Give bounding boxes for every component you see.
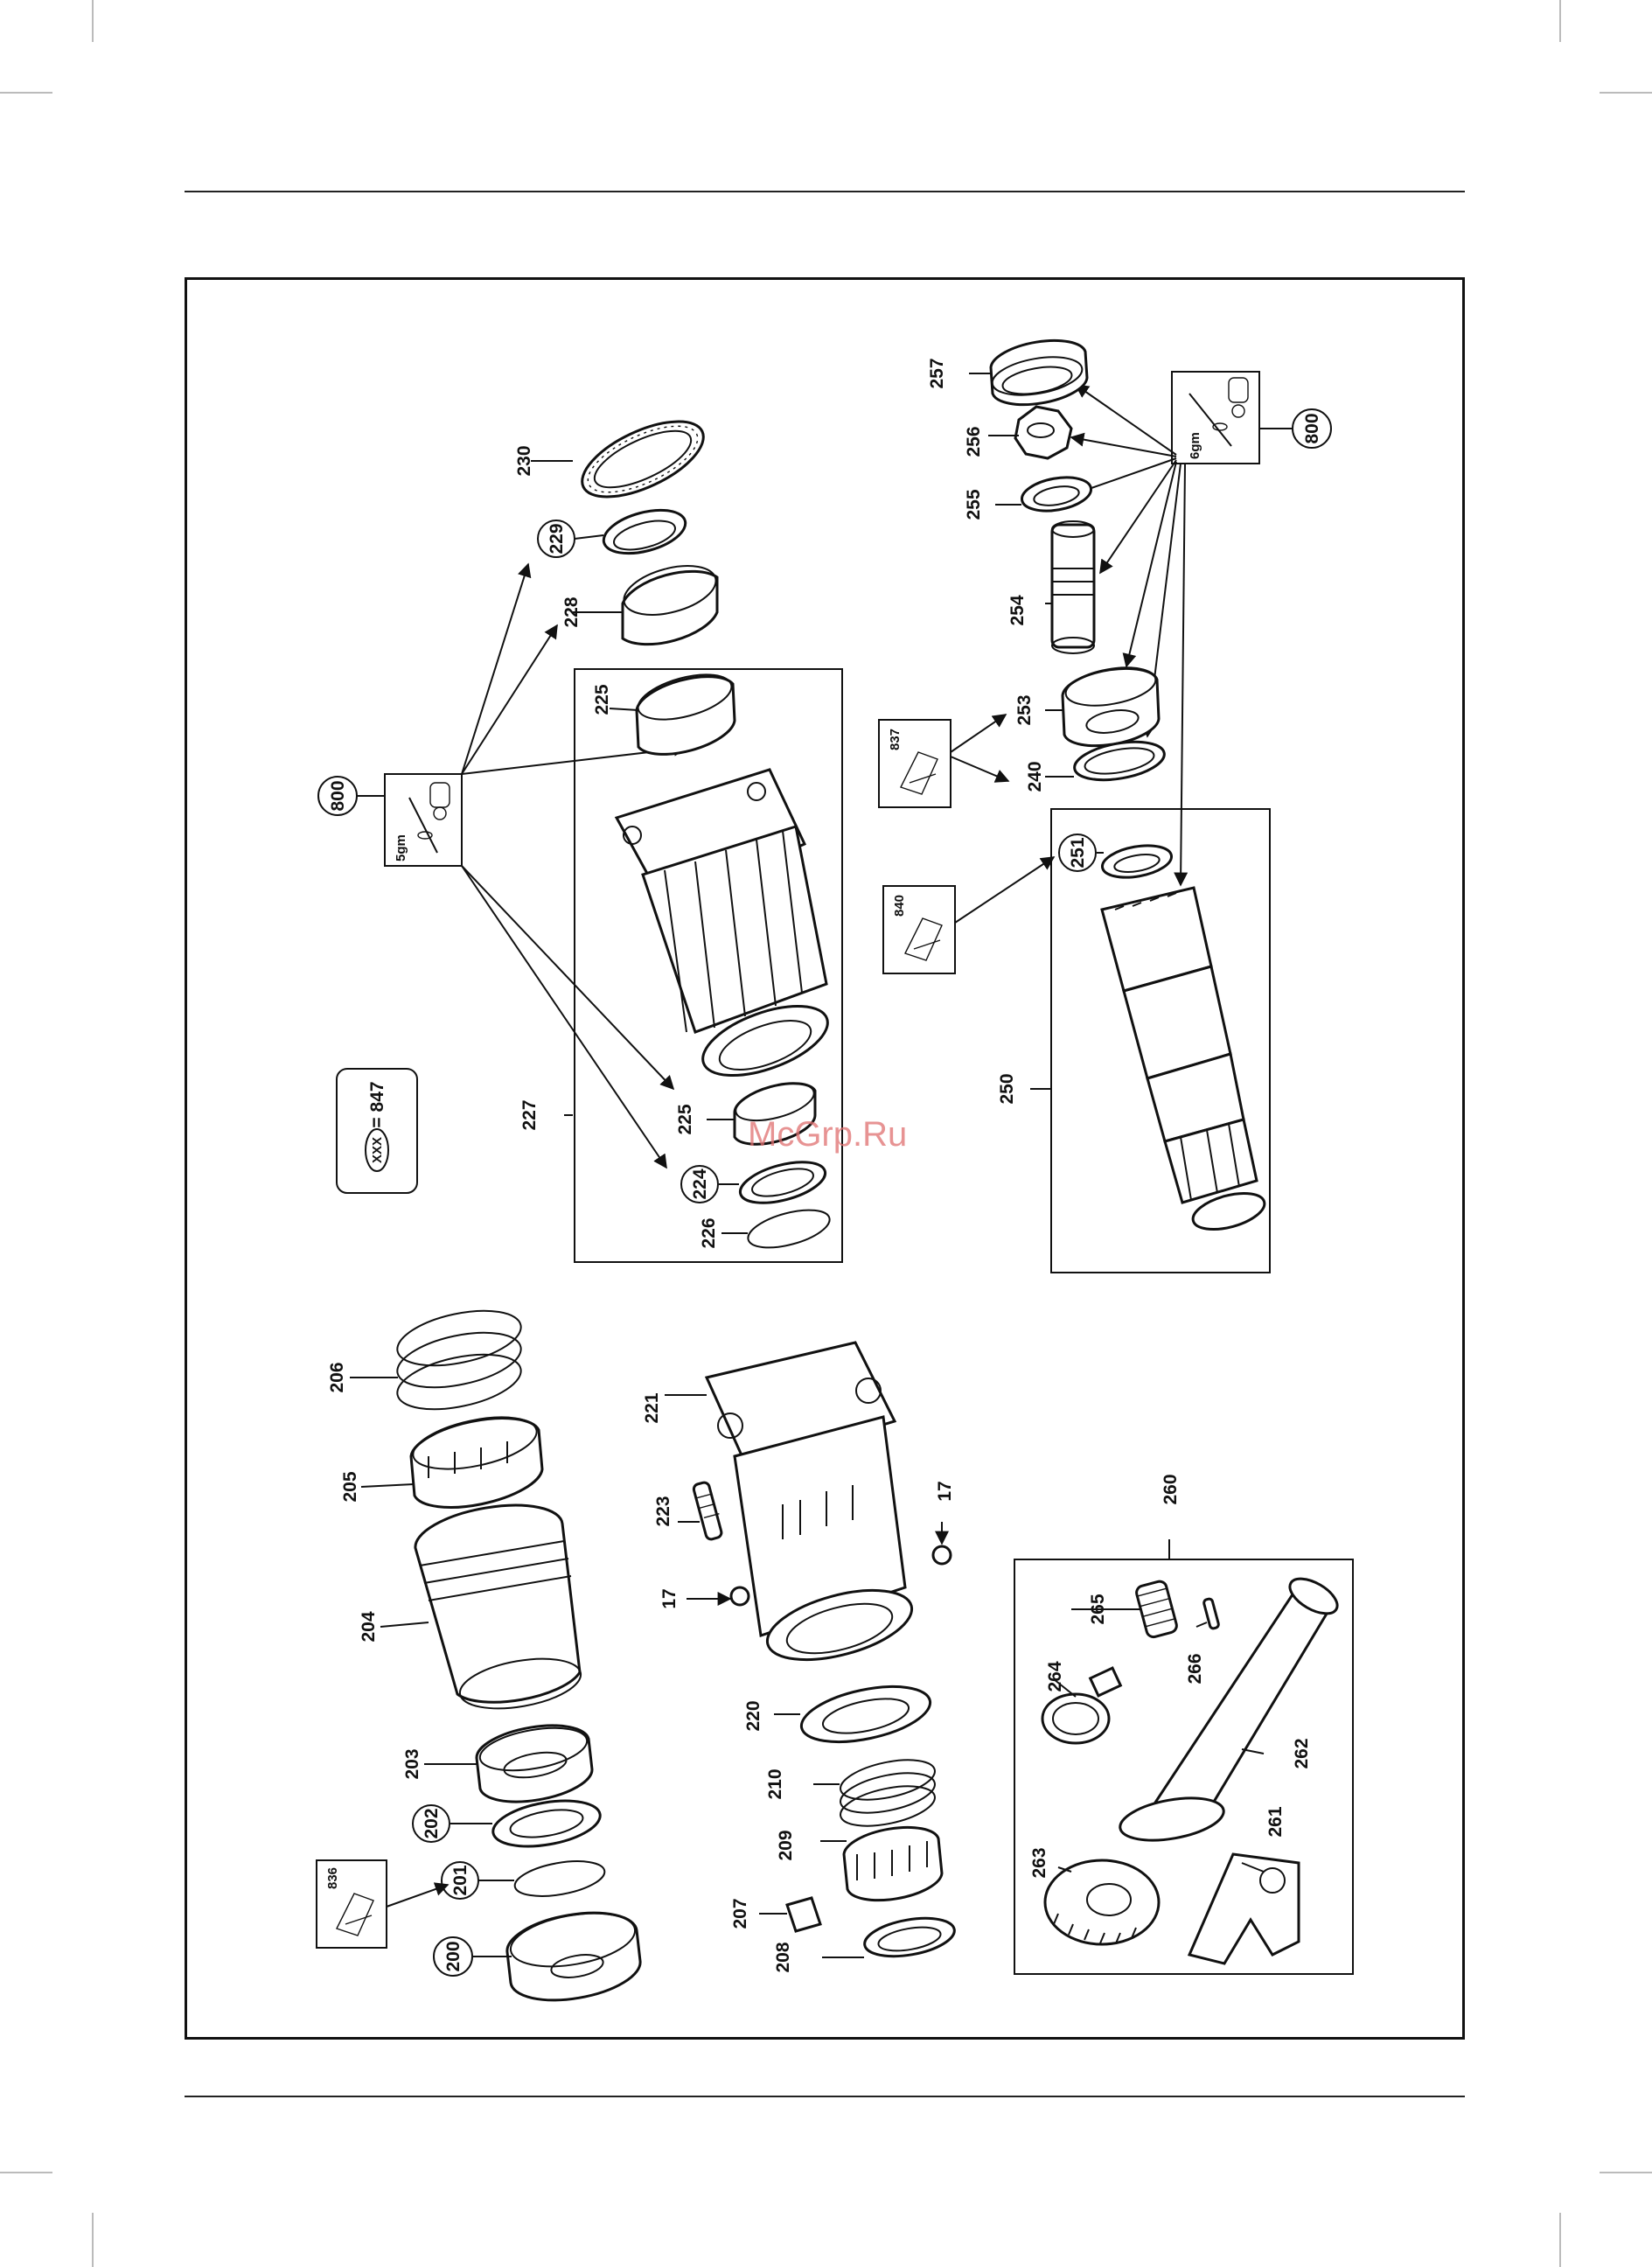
label-206: 206 [327, 1362, 347, 1392]
label-261: 261 [1265, 1806, 1286, 1837]
label-255: 255 [964, 489, 984, 520]
label-224: 224 [690, 1168, 710, 1199]
part-207-key [787, 1898, 820, 1931]
grease-code-5gm: 800 [328, 780, 348, 811]
part-224-seal [736, 1154, 830, 1211]
part-200-front-cap [506, 1905, 640, 2000]
part-261-clamp-body [1189, 1854, 1299, 1964]
part-228-bearing-sleeve [618, 557, 721, 645]
seal-kit-837-label: 837 [888, 729, 903, 750]
label-17-left: 17 [659, 1588, 680, 1608]
label-203: 203 [402, 1748, 422, 1779]
part-210-spring [837, 1753, 938, 1833]
label-226: 226 [699, 1217, 719, 1248]
seal-kit-840: 840 [883, 857, 1054, 973]
part-256-star-washer [1015, 407, 1071, 458]
part-229-ring [599, 502, 690, 561]
label-266: 266 [1185, 1653, 1205, 1684]
label-17-right: 17 [935, 1481, 955, 1501]
label-220: 220 [743, 1700, 763, 1731]
label-228: 228 [561, 596, 582, 627]
grease-kit-6gm: 6gm [1172, 372, 1259, 464]
grease-kit-800-callout: 800 [318, 777, 385, 815]
grease-amount-5gm: 5gm [394, 834, 408, 861]
seal-kit-840-label: 840 [892, 895, 907, 917]
label-210: 210 [765, 1768, 785, 1799]
part-220-washer [797, 1677, 935, 1752]
grease-kit-800b-callout: 800 [1259, 409, 1331, 448]
part-17-screw-left [731, 1587, 749, 1605]
part-209-clutch [844, 1827, 942, 1900]
part-206-o-rings [393, 1301, 526, 1419]
grease-kit-5gm: 5gm [385, 774, 462, 866]
label-221: 221 [642, 1392, 662, 1423]
grease-amount-6gm: 6gm [1188, 432, 1202, 459]
part-203-bearing [477, 1721, 592, 1802]
label-207: 207 [730, 1898, 750, 1929]
legend-box: XXX = 847 [337, 1069, 417, 1193]
part-255-washer [1019, 472, 1093, 515]
label-262: 262 [1292, 1738, 1312, 1768]
legend-equals: = 847 [367, 1081, 387, 1127]
part-221-gear-housing [707, 1343, 919, 1673]
seal-kit-836-label: 836 [325, 1867, 340, 1889]
label-202: 202 [422, 1808, 442, 1838]
part-17-screw-right [933, 1546, 951, 1564]
part-223-screw [693, 1482, 722, 1540]
part-205-clutch-nut [408, 1408, 542, 1508]
part-230-needle-cage [572, 406, 714, 512]
grease-code-6gm: 800 [1302, 413, 1322, 443]
label-230: 230 [514, 445, 534, 476]
label-204: 204 [359, 1611, 379, 1642]
part-253-bearing [1063, 661, 1159, 745]
label-205: 205 [340, 1471, 360, 1502]
part-263-grip-base [1045, 1860, 1159, 1944]
label-240: 240 [1025, 761, 1045, 792]
seal-kit-836: 836 [317, 1860, 448, 1948]
label-225-top: 225 [592, 684, 612, 715]
label-209: 209 [776, 1830, 796, 1860]
label-229: 229 [547, 523, 567, 554]
part-250-drive-shaft [1102, 888, 1268, 1236]
seal-kit-837: 837 [879, 715, 1008, 807]
label-223: 223 [653, 1496, 673, 1526]
label-253: 253 [1014, 694, 1035, 725]
label-208: 208 [773, 1942, 793, 1972]
label-257: 257 [927, 358, 947, 388]
part-265-spring [1135, 1580, 1178, 1638]
part-204-front-housing [415, 1505, 585, 1717]
part-254-spindle [1052, 521, 1094, 653]
label-256: 256 [964, 426, 984, 457]
part-257-seal-cap [989, 340, 1087, 404]
label-250: 250 [997, 1073, 1017, 1104]
part-227-cage-housing [617, 770, 836, 1090]
label-227: 227 [519, 1099, 540, 1130]
part-225-top-ring [633, 666, 736, 755]
label-263: 263 [1029, 1847, 1049, 1878]
label-225-bottom: 225 [675, 1104, 695, 1134]
label-200: 200 [443, 1941, 464, 1971]
watermark: McGrp.Ru [748, 1115, 907, 1154]
part-251-bearing [1100, 841, 1175, 882]
label-251: 251 [1068, 837, 1088, 868]
legend-code: XXX [370, 1137, 385, 1163]
part-208-ring [861, 1912, 957, 1962]
label-201: 201 [450, 1865, 471, 1895]
label-265: 265 [1088, 1594, 1108, 1624]
label-254: 254 [1007, 595, 1028, 625]
part-266-pin [1203, 1598, 1219, 1629]
label-260: 260 [1161, 1474, 1181, 1504]
label-264: 264 [1045, 1661, 1065, 1692]
part-226-snap-ring [744, 1203, 833, 1255]
part-201-snap-ring [512, 1855, 608, 1902]
